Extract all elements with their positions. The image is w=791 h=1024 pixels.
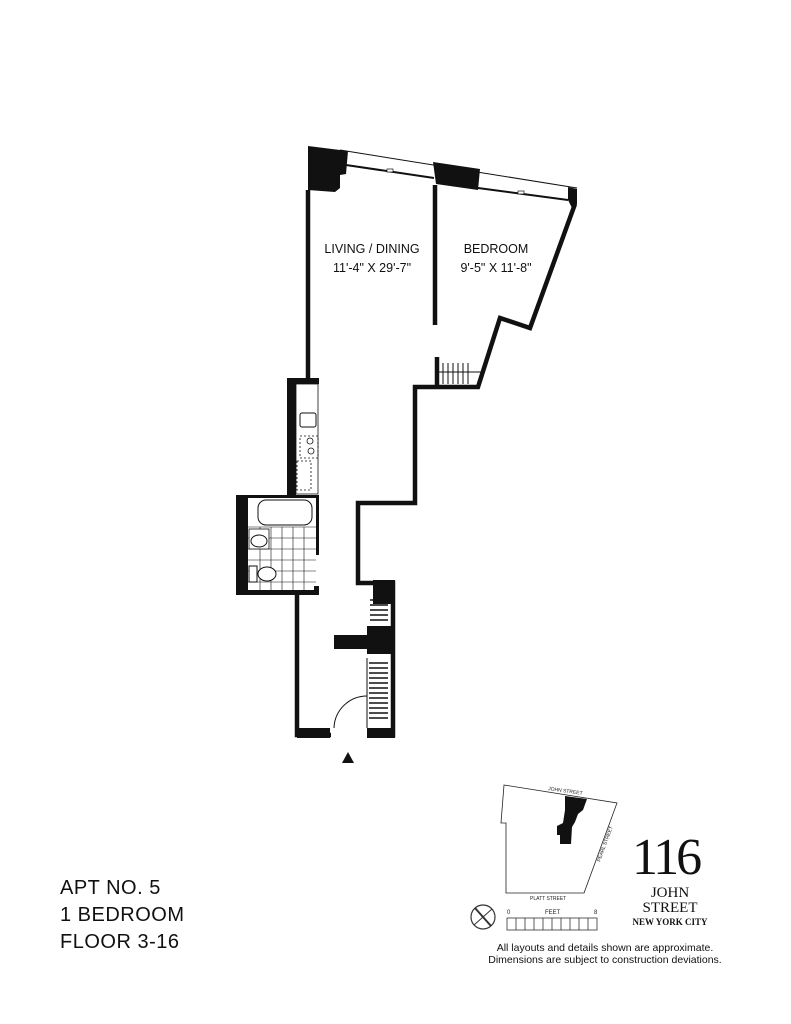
entry-closets — [297, 580, 395, 738]
bedroom-size: 9'-5" X 11'-8" — [460, 261, 531, 275]
stove-icon — [299, 435, 319, 459]
apartment-number: APT NO. 5 — [60, 877, 161, 899]
building-city: NEW YORK CITY — [632, 917, 708, 927]
entrance-arrow-icon — [342, 752, 354, 763]
toilet-icon — [257, 566, 277, 582]
building-street-line2: STREET — [642, 900, 698, 916]
platt-street-label: PLATT STREET — [530, 896, 566, 902]
bathroom — [236, 495, 319, 595]
living-room-label: LIVING / DINING — [324, 242, 419, 256]
apartment-type: 1 BEDROOM — [60, 904, 185, 926]
closet-shelving — [438, 363, 484, 384]
key-map: JOHN STREET PEARL STREET PLATT STREET — [500, 784, 618, 902]
disclaimer-line1: All layouts and details shown are approx… — [496, 942, 714, 954]
bedroom-label: BEDROOM — [464, 242, 529, 256]
columns — [308, 146, 577, 208]
sink-icon — [299, 412, 317, 428]
john-street-label: JOHN STREET — [548, 786, 583, 797]
scale-start: 0 — [507, 910, 511, 916]
building-number: 116 — [632, 829, 702, 886]
scale-unit: FEET — [545, 910, 561, 916]
disclaimer-line2: Dimensions are subject to construction d… — [488, 954, 722, 966]
refrigerator-icon — [296, 460, 312, 491]
compass-icon — [470, 904, 496, 930]
scale-bar — [506, 917, 598, 931]
entry-door — [333, 695, 368, 729]
pearl-street-label: PEARL STREET — [596, 826, 614, 863]
bathroom-sink-icon — [250, 534, 268, 548]
scale-end: 8 — [594, 910, 598, 916]
apartment-floors: FLOOR 3-16 — [60, 931, 180, 953]
building-street-line1: JOHN — [650, 885, 690, 901]
bathtub-icon — [257, 499, 313, 526]
living-room-size: 11'-4" X 29'-7" — [333, 261, 411, 275]
building-footprint — [557, 796, 587, 844]
kitchen — [287, 378, 319, 495]
